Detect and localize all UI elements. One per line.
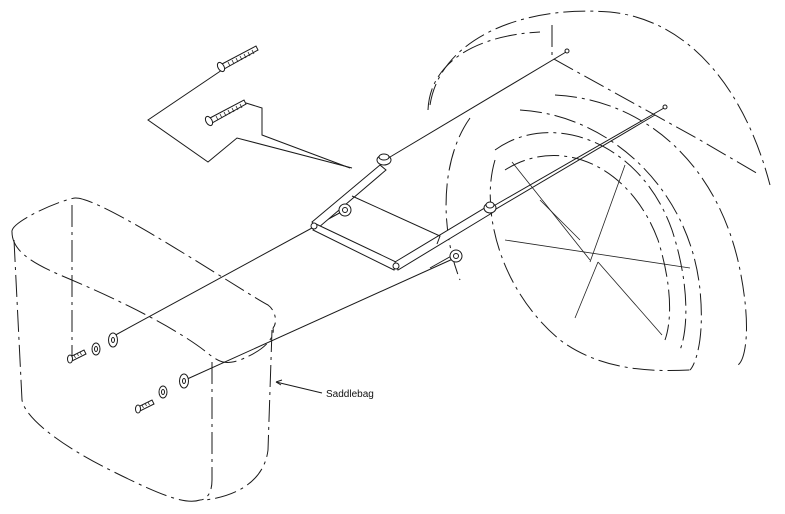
bag-lower-axis: [184, 257, 456, 381]
tire-inner: [519, 109, 702, 371]
washer-icon: [91, 342, 101, 356]
screw-middle: [204, 99, 247, 127]
rim-lower: [489, 159, 691, 372]
lower-mount-axis: [489, 107, 665, 209]
saddlebag-right-side: [204, 329, 273, 501]
screw-icon: [209, 99, 247, 124]
bag-upper-axis: [109, 209, 346, 339]
upper-mount-hole: [564, 48, 570, 54]
leader-line-b: [245, 102, 351, 169]
fender-outer-arc: [429, 10, 771, 186]
bracket-upper-arm: [311, 164, 387, 229]
saddlebag-lid-front: [11, 231, 274, 363]
bracket-rail-line: [351, 195, 441, 245]
spoke: [539, 199, 581, 241]
saddlebag-left-side: [13, 239, 201, 502]
screw-icon: [221, 45, 259, 70]
tire-outer: [554, 94, 747, 366]
middle-nut-icon: [338, 203, 352, 217]
spoke: [597, 261, 663, 336]
callout-leader: [275, 381, 323, 394]
leader-line-a: [147, 69, 353, 169]
rim-outer: [494, 132, 687, 351]
rim-inner: [504, 154, 671, 341]
spoke: [504, 239, 691, 269]
lower-mount-hole: [662, 104, 668, 110]
spoke: [589, 164, 626, 263]
screw-top: [216, 45, 259, 73]
saddlebag-front-vertical: [199, 362, 213, 501]
saddlebag: [11, 197, 276, 502]
upper-mount-axis: [384, 51, 567, 161]
saddlebag-callout: Saddlebag: [275, 379, 374, 400]
assembly-axis-lines: [109, 48, 668, 381]
wheel-and-fender: [427, 10, 771, 372]
washer-icon: [179, 373, 189, 389]
fender-edge: [551, 25, 761, 176]
saddlebag-lid-top: [11, 197, 276, 329]
lower-nut-icon: [449, 249, 463, 263]
screw-leader: [147, 69, 353, 169]
saddlebag-label: Saddlebag: [326, 389, 374, 400]
fender-inner-arc: [427, 31, 541, 111]
bag-hardware-upper: [67, 332, 118, 364]
bracket-lower-arm: [312, 223, 397, 271]
spoke: [574, 261, 599, 319]
bag-hardware-lower: [135, 373, 189, 414]
washer-icon: [158, 385, 168, 399]
washer-icon: [108, 332, 118, 348]
mounting-bracket: [310, 153, 497, 271]
